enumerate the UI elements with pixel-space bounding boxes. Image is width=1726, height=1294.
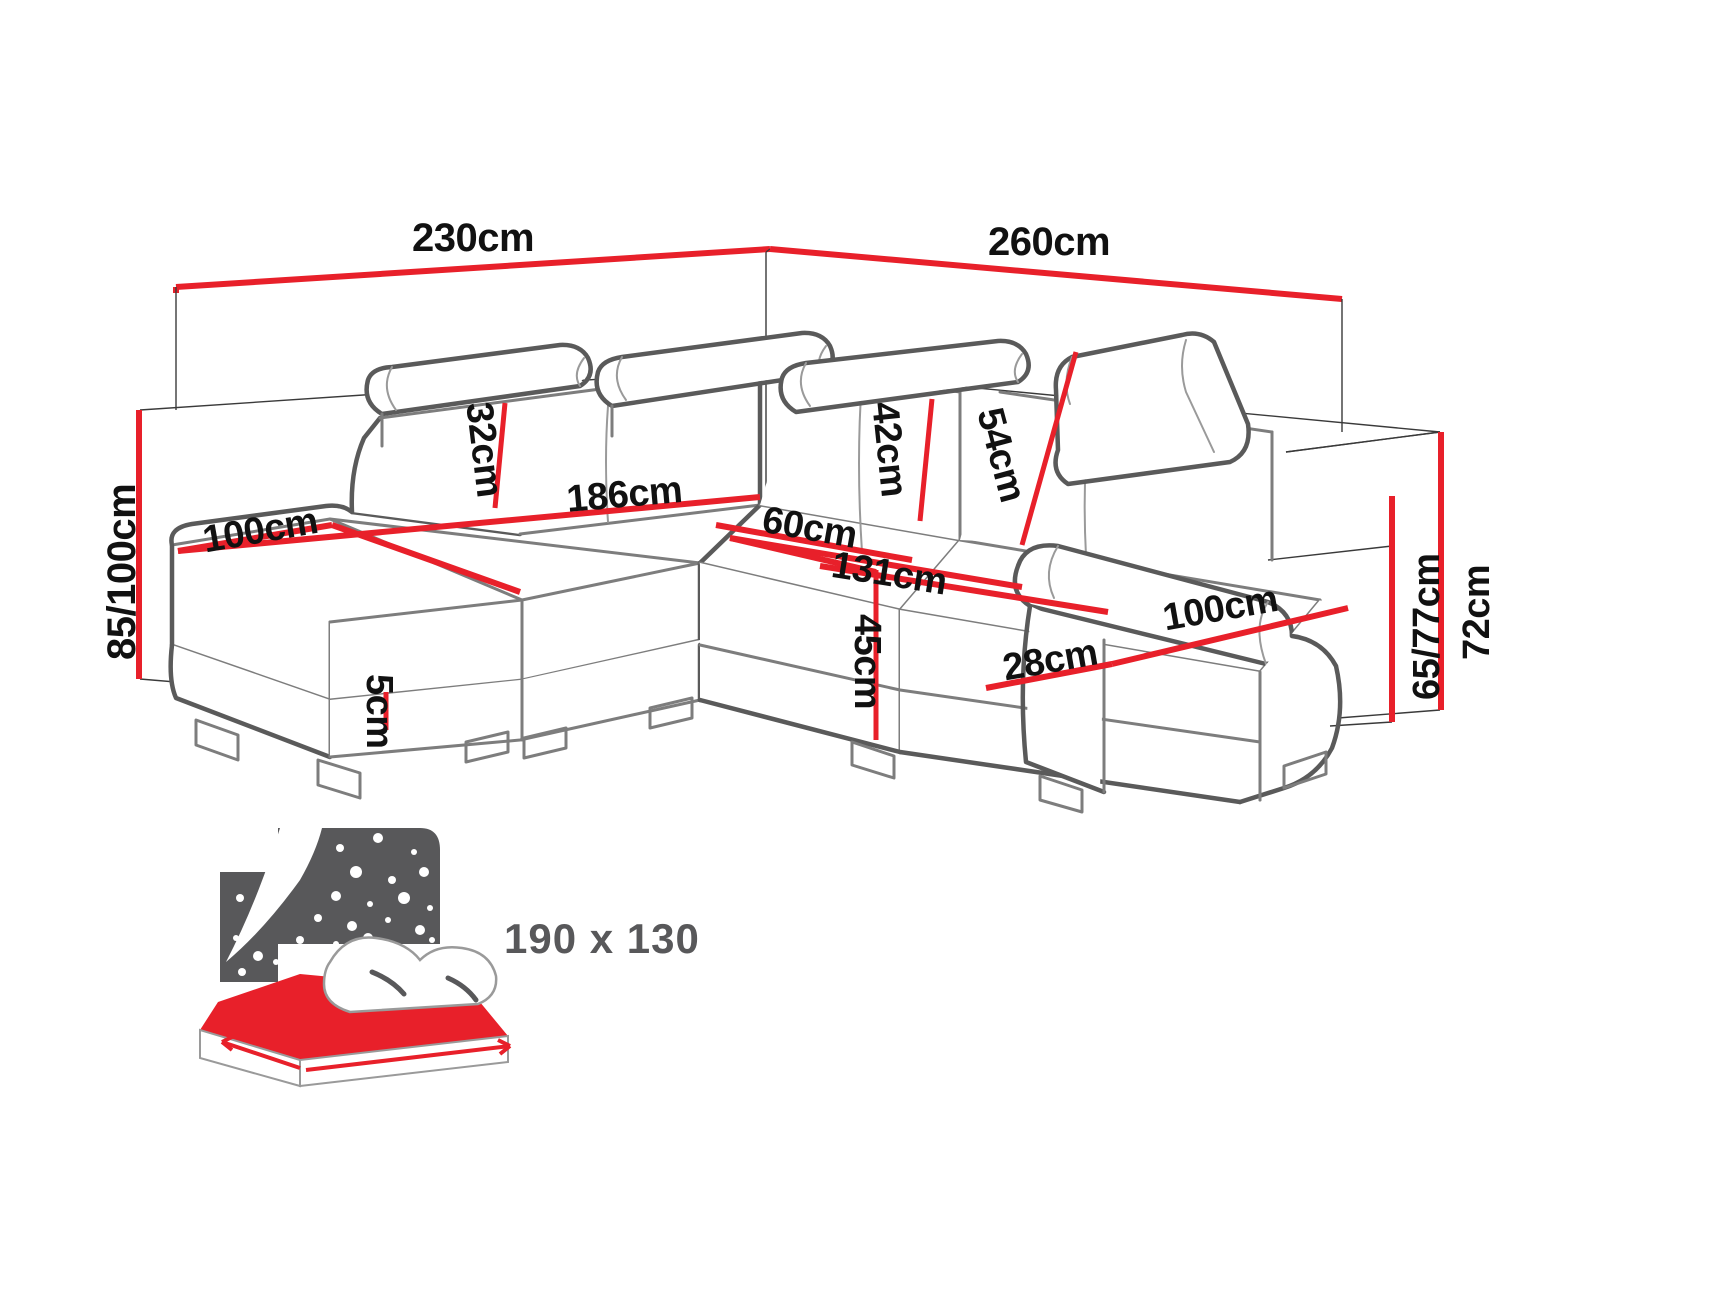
left-backrest bbox=[349, 330, 835, 536]
corner-module bbox=[697, 338, 1031, 755]
dim-label-5cm: 5cm bbox=[358, 674, 400, 749]
dim-label-230cm: 230cm bbox=[412, 216, 535, 260]
bed-night-sky-icon bbox=[199, 828, 512, 1088]
dim-label-65-77cm: 65/77cm bbox=[1406, 553, 1448, 700]
dim-label-72cm: 72cm bbox=[1456, 564, 1498, 660]
dim-label-85-100cm: 85/100cm bbox=[100, 483, 144, 660]
dim-label-260cm: 260cm bbox=[988, 220, 1111, 264]
dim-label-186cm: 186cm bbox=[564, 468, 684, 521]
dimension-lines bbox=[136, 246, 1444, 740]
sleeping-area-size-label: 190 x 130 bbox=[504, 915, 700, 962]
dim-label-45cm: 45cm bbox=[846, 614, 888, 710]
dim-label-42cm: 42cm bbox=[863, 399, 915, 499]
